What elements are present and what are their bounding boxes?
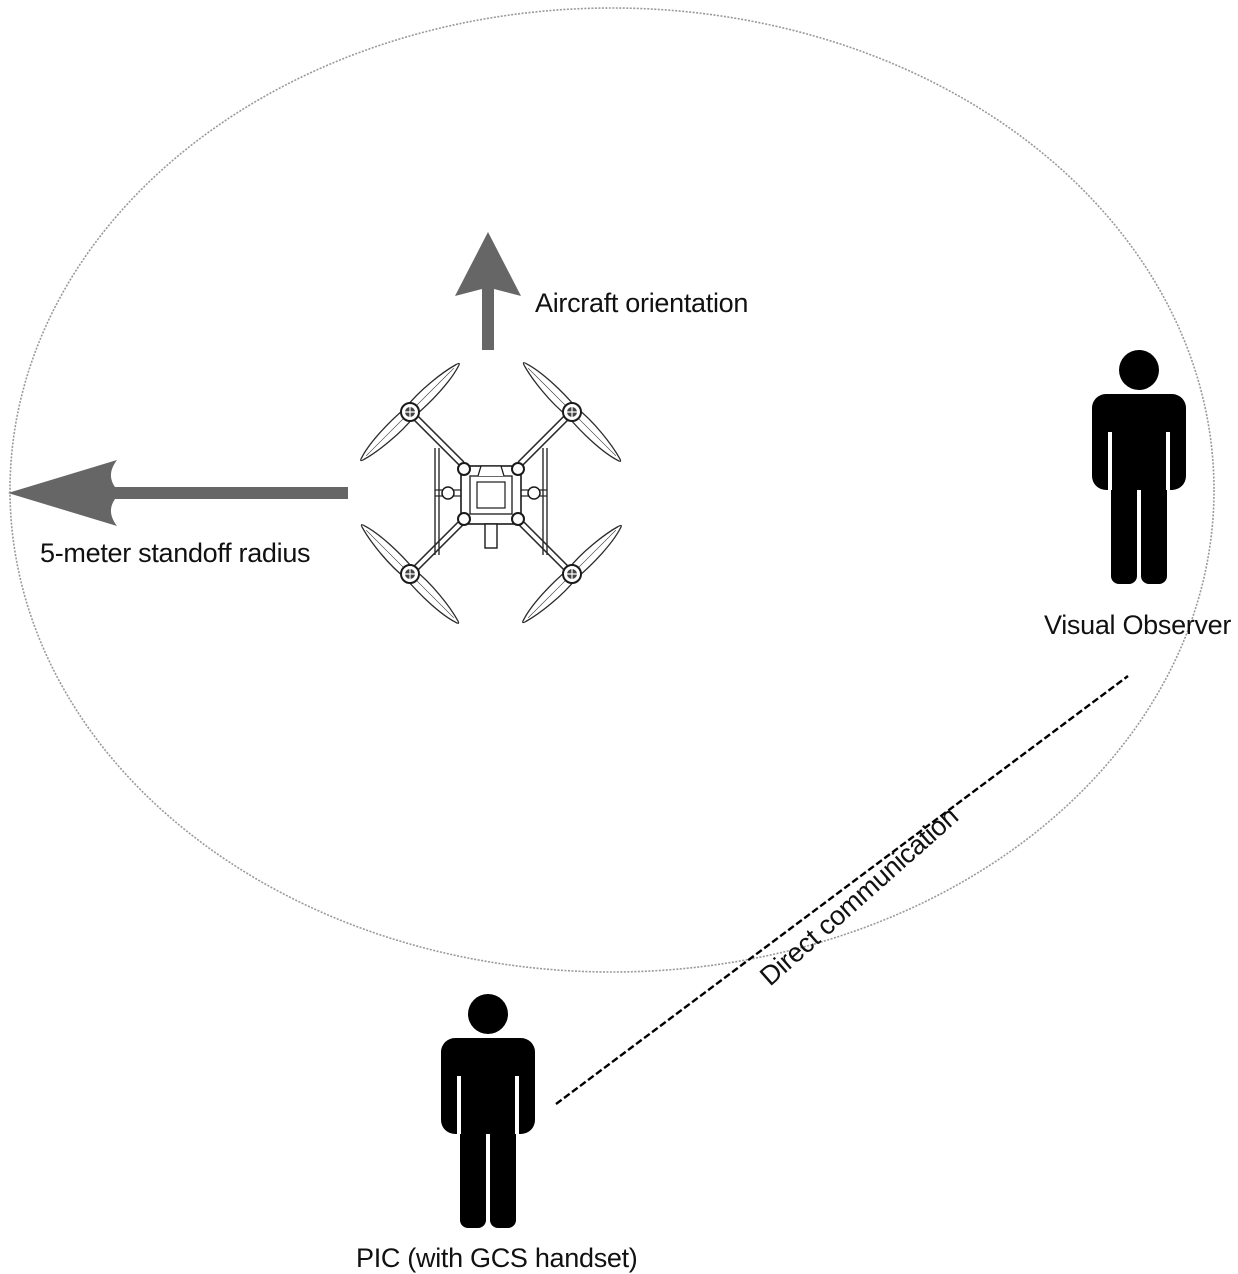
direct-communication-label: Direct communication (754, 801, 964, 992)
standoff-radius-label: 5-meter standoff radius (40, 538, 310, 568)
visual-observer-person-icon (1090, 348, 1188, 588)
standoff-circle (9, 7, 1215, 973)
quadcopter-drone-icon (356, 358, 626, 628)
pic-label: PIC (with GCS handset) (356, 1243, 638, 1273)
aircraft-orientation-arrow-icon (455, 232, 521, 350)
direct-communication-line (555, 675, 1129, 1105)
standoff-radius-arrow-icon (8, 460, 348, 526)
aircraft-orientation-label: Aircraft orientation (535, 288, 748, 318)
visual-observer-label: Visual Observer (1044, 610, 1231, 640)
pic-person-icon (439, 992, 537, 1232)
